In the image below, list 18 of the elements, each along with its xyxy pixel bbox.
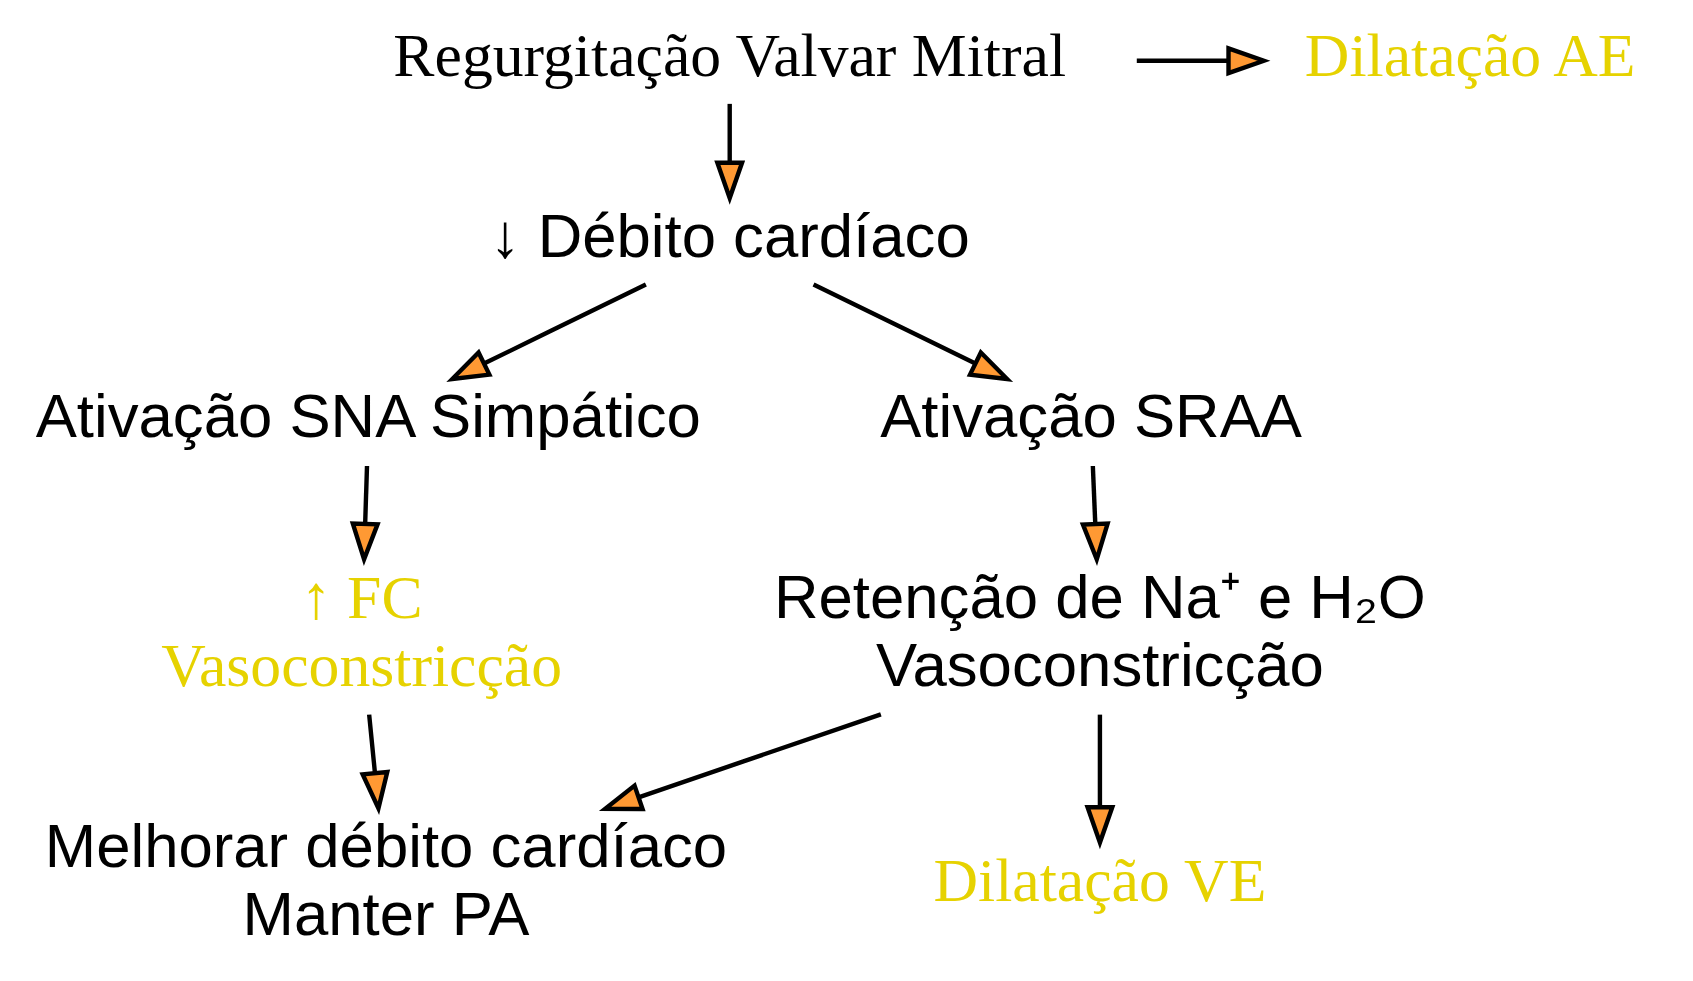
arrow <box>1136 45 1271 77</box>
arrow <box>446 282 647 382</box>
node-text: Retenção de Na⁺ e H₂O Vasoconstricção <box>773 562 1426 700</box>
node-text: Dilatação AE <box>1304 20 1636 89</box>
arrow <box>349 465 381 566</box>
arrow <box>359 714 391 815</box>
node-text: Dilatação VE <box>933 846 1267 915</box>
node-text: ↓ Débito cardíaco <box>489 200 970 270</box>
node-text: Ativação SRAA <box>880 381 1302 451</box>
arrow <box>812 282 1014 382</box>
arrow <box>598 712 882 812</box>
arrow <box>1084 714 1116 850</box>
arrow <box>714 103 746 205</box>
node-text: Regurgitação Valvar Mitral <box>393 20 1067 89</box>
node-text: ↑ FC Vasoconstricção <box>161 563 563 700</box>
node-text: Ativação SNA Simpático <box>35 381 701 451</box>
arrow <box>1079 465 1111 566</box>
node-text: Melhorar débito cardíaco Manter PA <box>44 811 728 949</box>
